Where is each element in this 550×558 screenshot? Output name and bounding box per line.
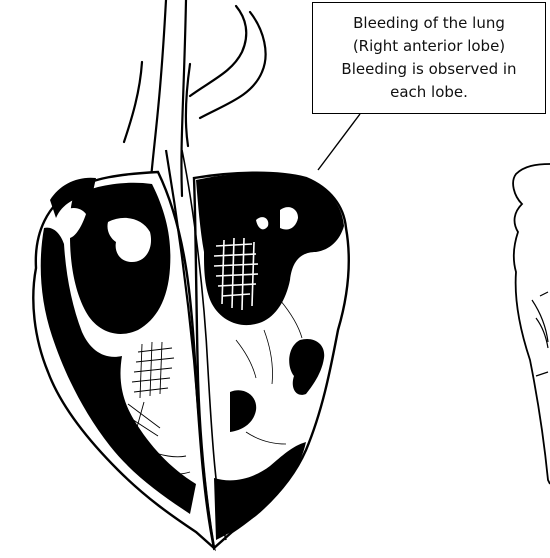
trachea — [124, 0, 266, 196]
annotation-line: each lobe. — [390, 81, 468, 104]
annotation-line: Bleeding of the lung — [353, 12, 505, 35]
annotation-line: Bleeding is observed in — [341, 58, 516, 81]
callout-leader-line — [318, 114, 360, 170]
second-lung-detail — [532, 292, 548, 376]
annotation-line: (Right anterior lobe) — [353, 35, 505, 58]
annotation-callout: Bleeding of the lung (Right anterior lob… — [312, 2, 546, 114]
